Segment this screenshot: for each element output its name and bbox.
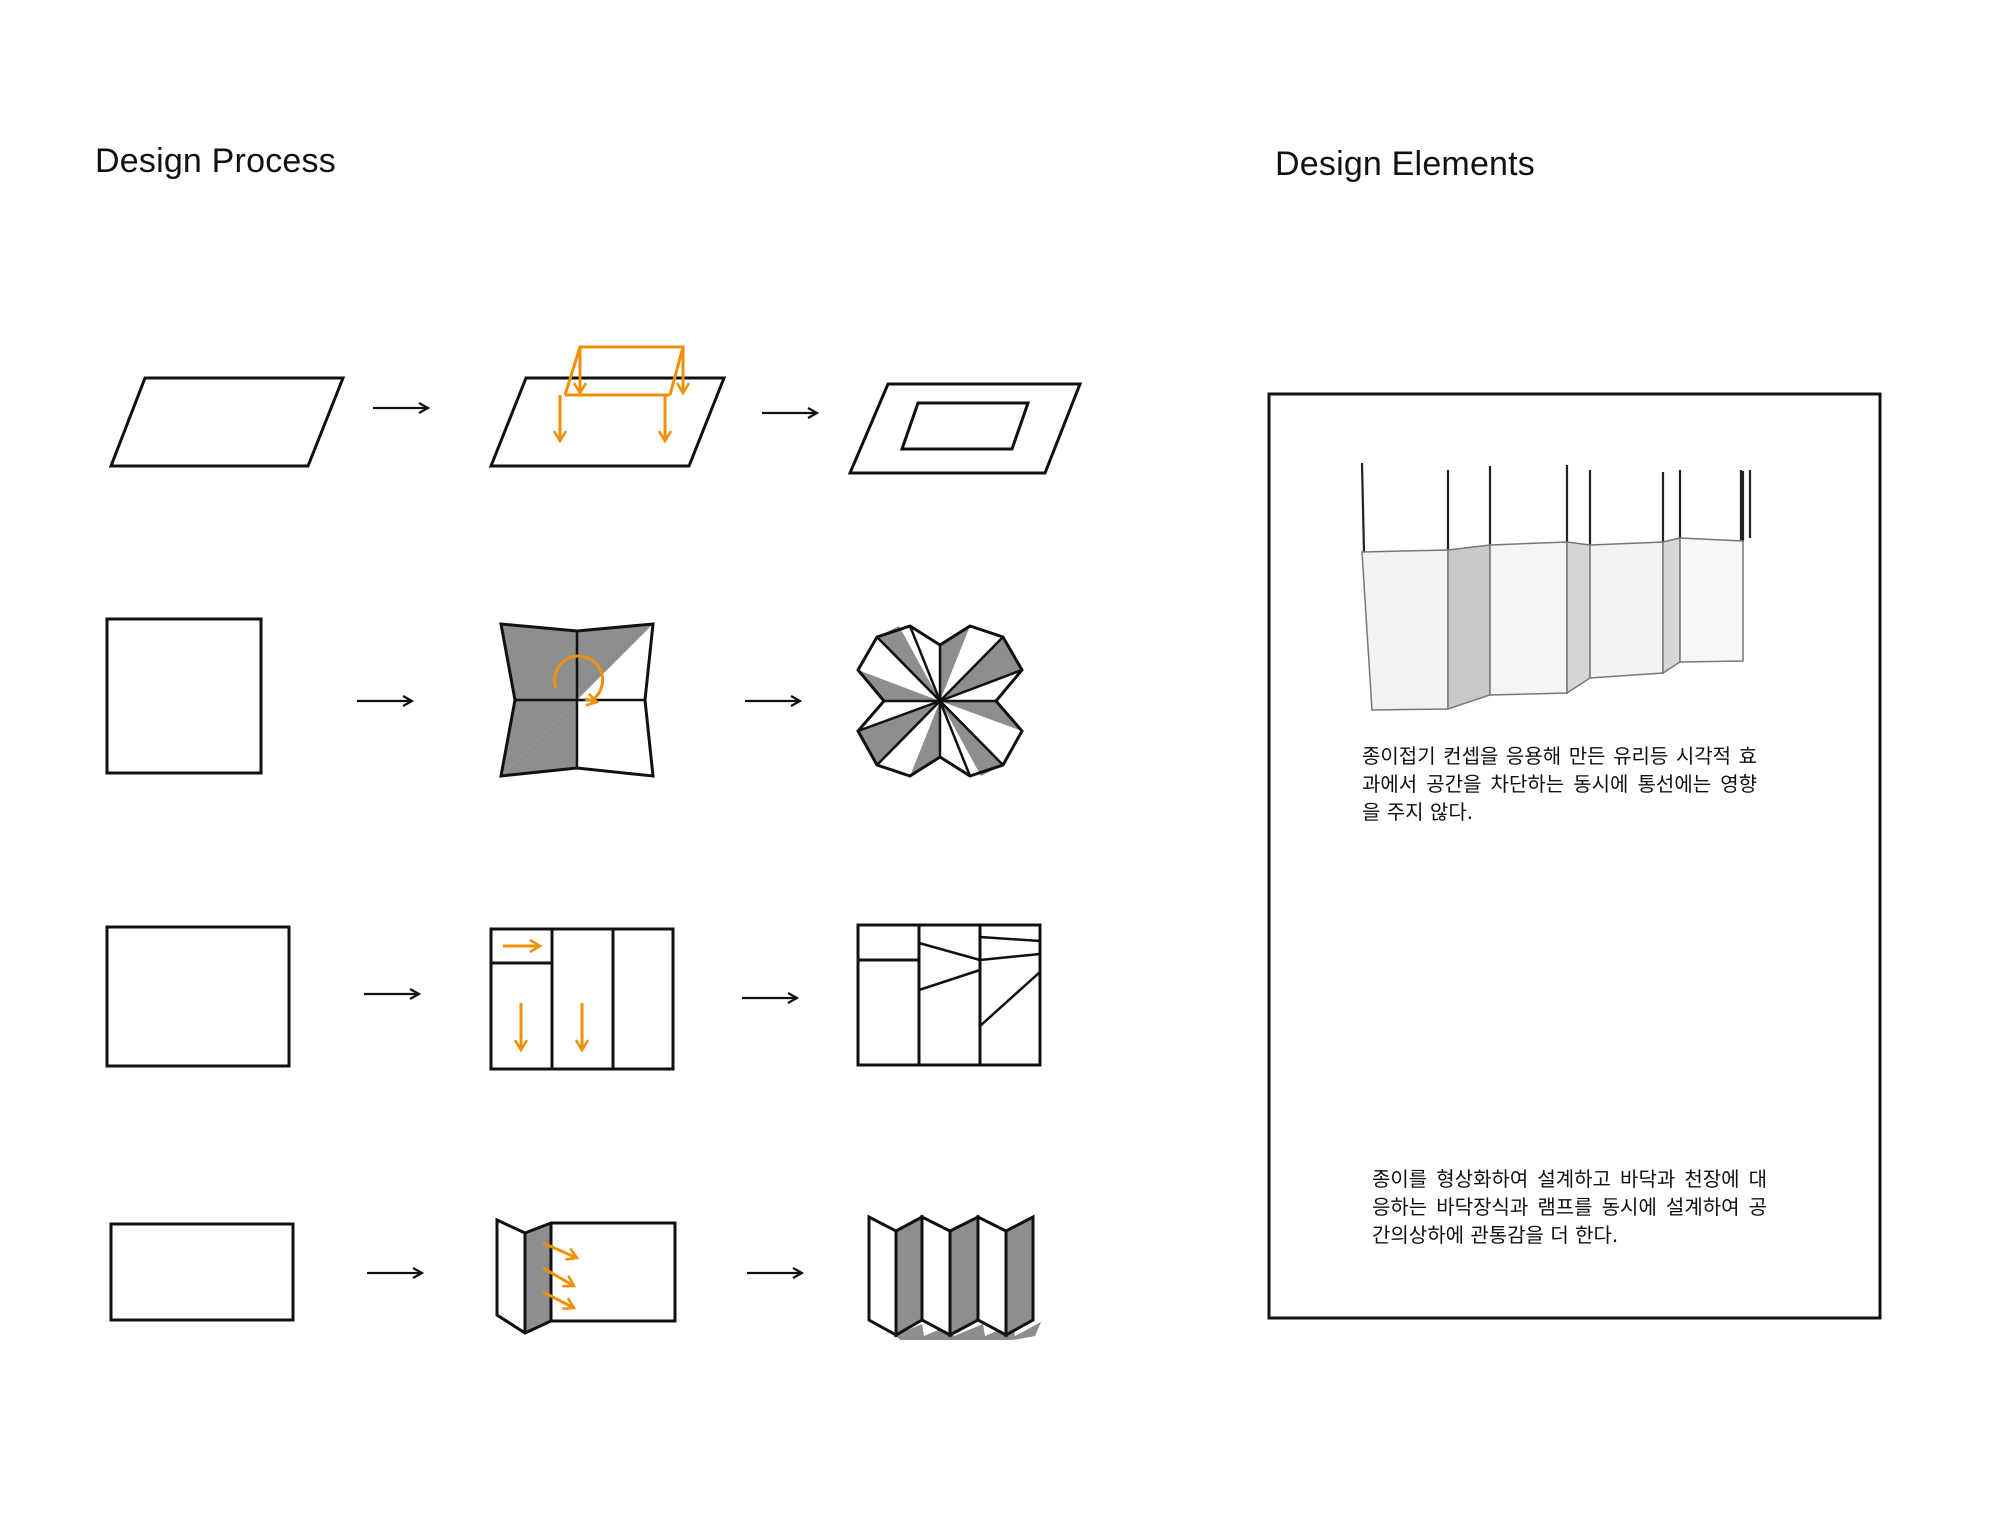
row1-lift-frame <box>578 345 685 392</box>
process-row-4 <box>109 1214 1041 1340</box>
row1-lift-frame-edge-l <box>563 346 582 396</box>
row1-step1-sheet <box>108 376 346 468</box>
lamp-panel-5 <box>1589 541 1664 679</box>
accordion-panel-6 <box>1004 1214 1035 1338</box>
row2-step1-square <box>105 617 263 775</box>
row4-step3-accordion <box>867 1214 1041 1340</box>
row2-step3-pinwheel <box>856 624 1024 778</box>
pinwheel-shade-6 <box>910 701 940 776</box>
accordion-panel-5 <box>976 1214 1008 1338</box>
accordion-panel-3 <box>920 1214 952 1338</box>
row2-shade-bl2 <box>501 700 577 776</box>
row1-outer-frame <box>847 382 1083 475</box>
row3-folded-outer <box>856 923 1042 1067</box>
row3-grid-outer <box>489 927 675 1071</box>
folding-lamp-render <box>1360 462 1752 711</box>
accordion-panel-1 <box>867 1214 898 1338</box>
row2-rotate-arrow <box>553 654 605 702</box>
row2-step2-fold <box>499 622 655 778</box>
pinwheel-shade-2 <box>940 626 970 701</box>
row4-push-arrow-3 <box>542 1290 574 1308</box>
row3-step1-rect <box>105 925 291 1068</box>
accordion-panel-4 <box>948 1214 980 1338</box>
process-row-2 <box>105 617 1024 778</box>
design-elements-title: Design Elements <box>1275 145 1536 183</box>
row4-step2-fold <box>495 1217 677 1335</box>
row4-step1-rect <box>109 1222 295 1322</box>
lamp-panel-6 <box>1662 537 1681 675</box>
row3-step2-grid <box>489 927 675 1071</box>
lamp-panel-4 <box>1566 541 1591 695</box>
row2-white-tr <box>577 624 653 700</box>
floor-caption-text: 종이를 형상화하여 설계하고 바닥과 천장에 대응하는 바닥장식과 램프를 동시… <box>1372 1167 1767 1247</box>
pinwheel-shade-5 <box>940 701 1003 776</box>
row2-outline <box>499 622 655 778</box>
lamp-caption-text: 종이접기 컨셉을 응용해 만든 유리등 시각적 효과에서 공간을 차단하는 동시… <box>1362 744 1757 824</box>
lamp-panel-2 <box>1447 544 1491 711</box>
lamp-panel-1 <box>1361 549 1449 711</box>
accordion-panel-2 <box>894 1214 924 1338</box>
design-process-title: Design Process <box>95 142 336 180</box>
process-row-3 <box>105 923 1042 1071</box>
row1-step2-sheet <box>488 376 727 468</box>
lamp-cables <box>1360 462 1752 553</box>
row4-fold-outline <box>495 1217 677 1335</box>
lamp-panel-3 <box>1489 541 1568 696</box>
lamp-panel-7 <box>1679 537 1744 663</box>
row2-shade-br <box>577 700 653 776</box>
design-elements-panel <box>1267 392 1882 1320</box>
row4-fold-shade <box>525 1223 551 1333</box>
row2-shade-tl <box>501 624 577 700</box>
pinwheel-shade-1 <box>877 626 940 701</box>
row3-step3-folded <box>856 923 1042 1067</box>
row1-step3-frame <box>847 382 1083 475</box>
pinwheel-shade-3 <box>940 637 1022 701</box>
row2-rotate-arrowhead <box>584 699 597 702</box>
row1-lift-frame-edge-r <box>668 346 685 396</box>
pinwheel-shade-7 <box>858 701 940 765</box>
row1-step2-lift <box>488 345 727 468</box>
row4-push-arrow-1 <box>542 1241 577 1258</box>
row1-inner-opening <box>899 401 1031 451</box>
process-row-1 <box>108 345 1083 475</box>
pinwheel-creases <box>857 625 1023 777</box>
row4-push-arrow-2 <box>542 1266 574 1286</box>
